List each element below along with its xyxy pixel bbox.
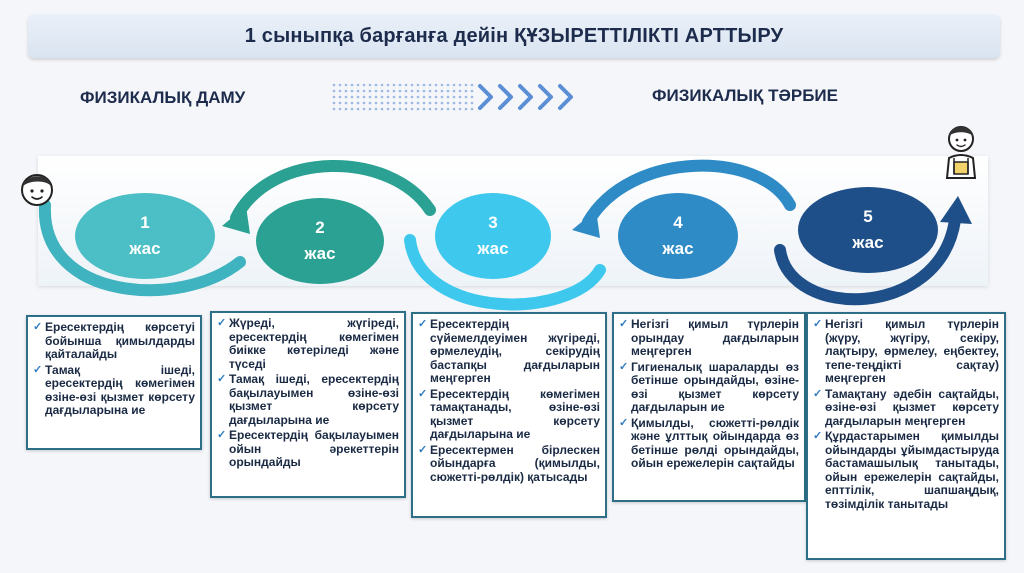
age-unit: жас bbox=[852, 233, 884, 252]
age-unit: жас bbox=[662, 239, 694, 258]
age-3-card: Ересектердің сүйемелдеуімен жүгіреді, өр… bbox=[411, 312, 607, 518]
age-circle-3: 3 жас bbox=[435, 193, 551, 279]
title-bar: 1 сыныпқа барғанға дейін ҚҰЗЫРЕТТІЛІКТІ … bbox=[28, 14, 1000, 58]
card-item: Тамақ ішеді, ересектердің бақылауымен өз… bbox=[217, 372, 399, 427]
age-circle-4: 4 жас bbox=[618, 193, 738, 279]
card-item: Құрдастарымен қимылды ойындарды ұйымдаст… bbox=[813, 429, 999, 511]
age-1-card: Ересектердің көрсетуі бойынша қимылдарды… bbox=[26, 315, 202, 450]
age-unit: жас bbox=[477, 239, 509, 258]
heading-physical-development: ФИЗИКАЛЫҚ ДАМУ bbox=[80, 88, 246, 107]
card-item: Тамақ ішеді, ересектердің көмегімен өзін… bbox=[33, 363, 195, 418]
card-item: Гигиеналық шараларды өз бетінше орындайд… bbox=[619, 360, 799, 415]
card-item: Ересектермен бірлескен ойындарға (қимылд… bbox=[418, 443, 600, 485]
card-item: Қимылды, сюжетті-рөлдік және ұлттық ойын… bbox=[619, 416, 799, 471]
age-4-card: Негізгі қимыл түрлерін орындау дағдылары… bbox=[612, 312, 806, 502]
child-face-icon bbox=[21, 174, 53, 206]
card-item: Ересектердің бақылауымен ойын әрекеттері… bbox=[217, 428, 399, 470]
card-item: Жүреді, жүгіреді, ересектердің көмегімен… bbox=[217, 316, 399, 371]
card-item: Ересектердің сүйемелдеуімен жүгіреді, өр… bbox=[418, 317, 600, 386]
heading-physical-education: ФИЗИКАЛЫҚ ТӘРБИЕ bbox=[652, 86, 838, 105]
age-number: 5 bbox=[863, 207, 873, 226]
chevron-arrows-icon bbox=[332, 83, 573, 111]
age-number: 1 bbox=[140, 213, 150, 232]
age-unit: жас bbox=[304, 244, 336, 263]
schoolchild-icon bbox=[945, 126, 977, 179]
age-2-card: Жүреді, жүгіреді, ересектердің көмегімен… bbox=[210, 311, 406, 498]
card-item: Негізгі қимыл түрлерін орындау дағдылары… bbox=[619, 317, 799, 359]
card-item: Ересектердің көмегімен тамақтанады, өзін… bbox=[418, 387, 600, 442]
card-item: Негізгі қимыл түрлерін (жүру, жүгіру, се… bbox=[813, 317, 999, 386]
age-number: 4 bbox=[673, 213, 683, 232]
age-circle-5: 5 жас bbox=[798, 187, 938, 273]
card-item: Ересектердің көрсетуі бойынша қимылдарды… bbox=[33, 320, 195, 362]
age-number: 3 bbox=[488, 213, 498, 232]
age-number: 2 bbox=[315, 218, 325, 237]
age-circle-2: 2 жас bbox=[256, 198, 384, 284]
age-circle-1: 1 жас bbox=[75, 193, 215, 279]
age-unit: жас bbox=[129, 239, 161, 258]
page-title: 1 сыныпқа барғанға дейін ҚҰЗЫРЕТТІЛІКТІ … bbox=[244, 24, 784, 47]
age-5-card: Негізгі қимыл түрлерін (жүру, жүгіру, се… bbox=[806, 312, 1006, 560]
card-item: Тамақтану әдебін сақтайды, өзіне-өзі қыз… bbox=[813, 387, 999, 429]
